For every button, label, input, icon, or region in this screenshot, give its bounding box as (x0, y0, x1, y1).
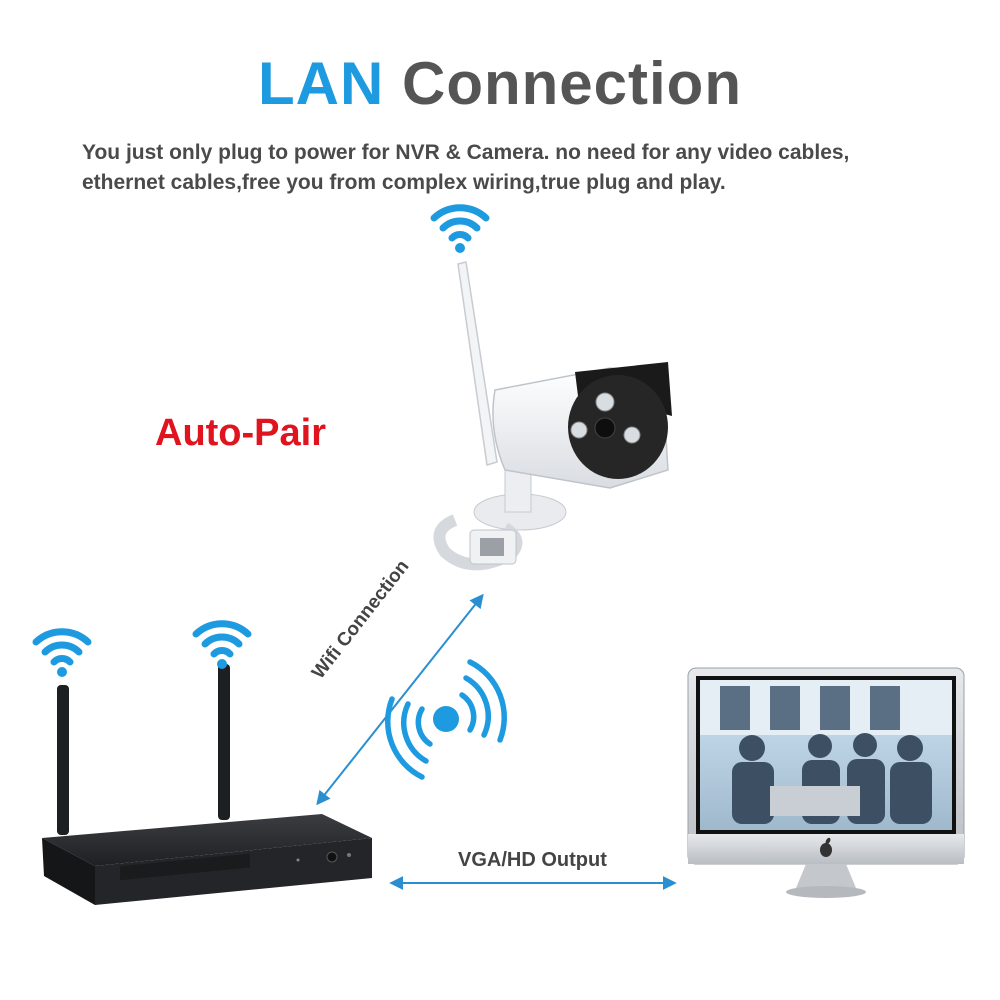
signal-waves-icon (385, 659, 507, 780)
title-connection: Connection (402, 50, 742, 117)
vga-output-label: VGA/HD Output (458, 849, 607, 871)
description-line-2: ethernet cables,free you from complex wi… (82, 171, 726, 194)
apple-logo-icon (820, 837, 832, 857)
nvr-antennas (57, 664, 230, 835)
wifi-icon (430, 204, 490, 253)
monitor-display (687, 667, 965, 898)
wifi-connection-arrow (316, 593, 484, 806)
auto-pair-label: Auto-Pair (155, 412, 326, 454)
camera-illustration (433, 261, 672, 571)
description: You just only plug to power for NVR & Ca… (82, 138, 962, 198)
page-title: LAN Connection (0, 48, 1000, 120)
description-line-1: You just only plug to power for NVR & Ca… (82, 141, 850, 164)
wifi-icon (32, 628, 92, 677)
nvr-recorder (42, 814, 372, 905)
wifi-icon (192, 620, 252, 669)
title-lan: LAN (258, 50, 385, 117)
